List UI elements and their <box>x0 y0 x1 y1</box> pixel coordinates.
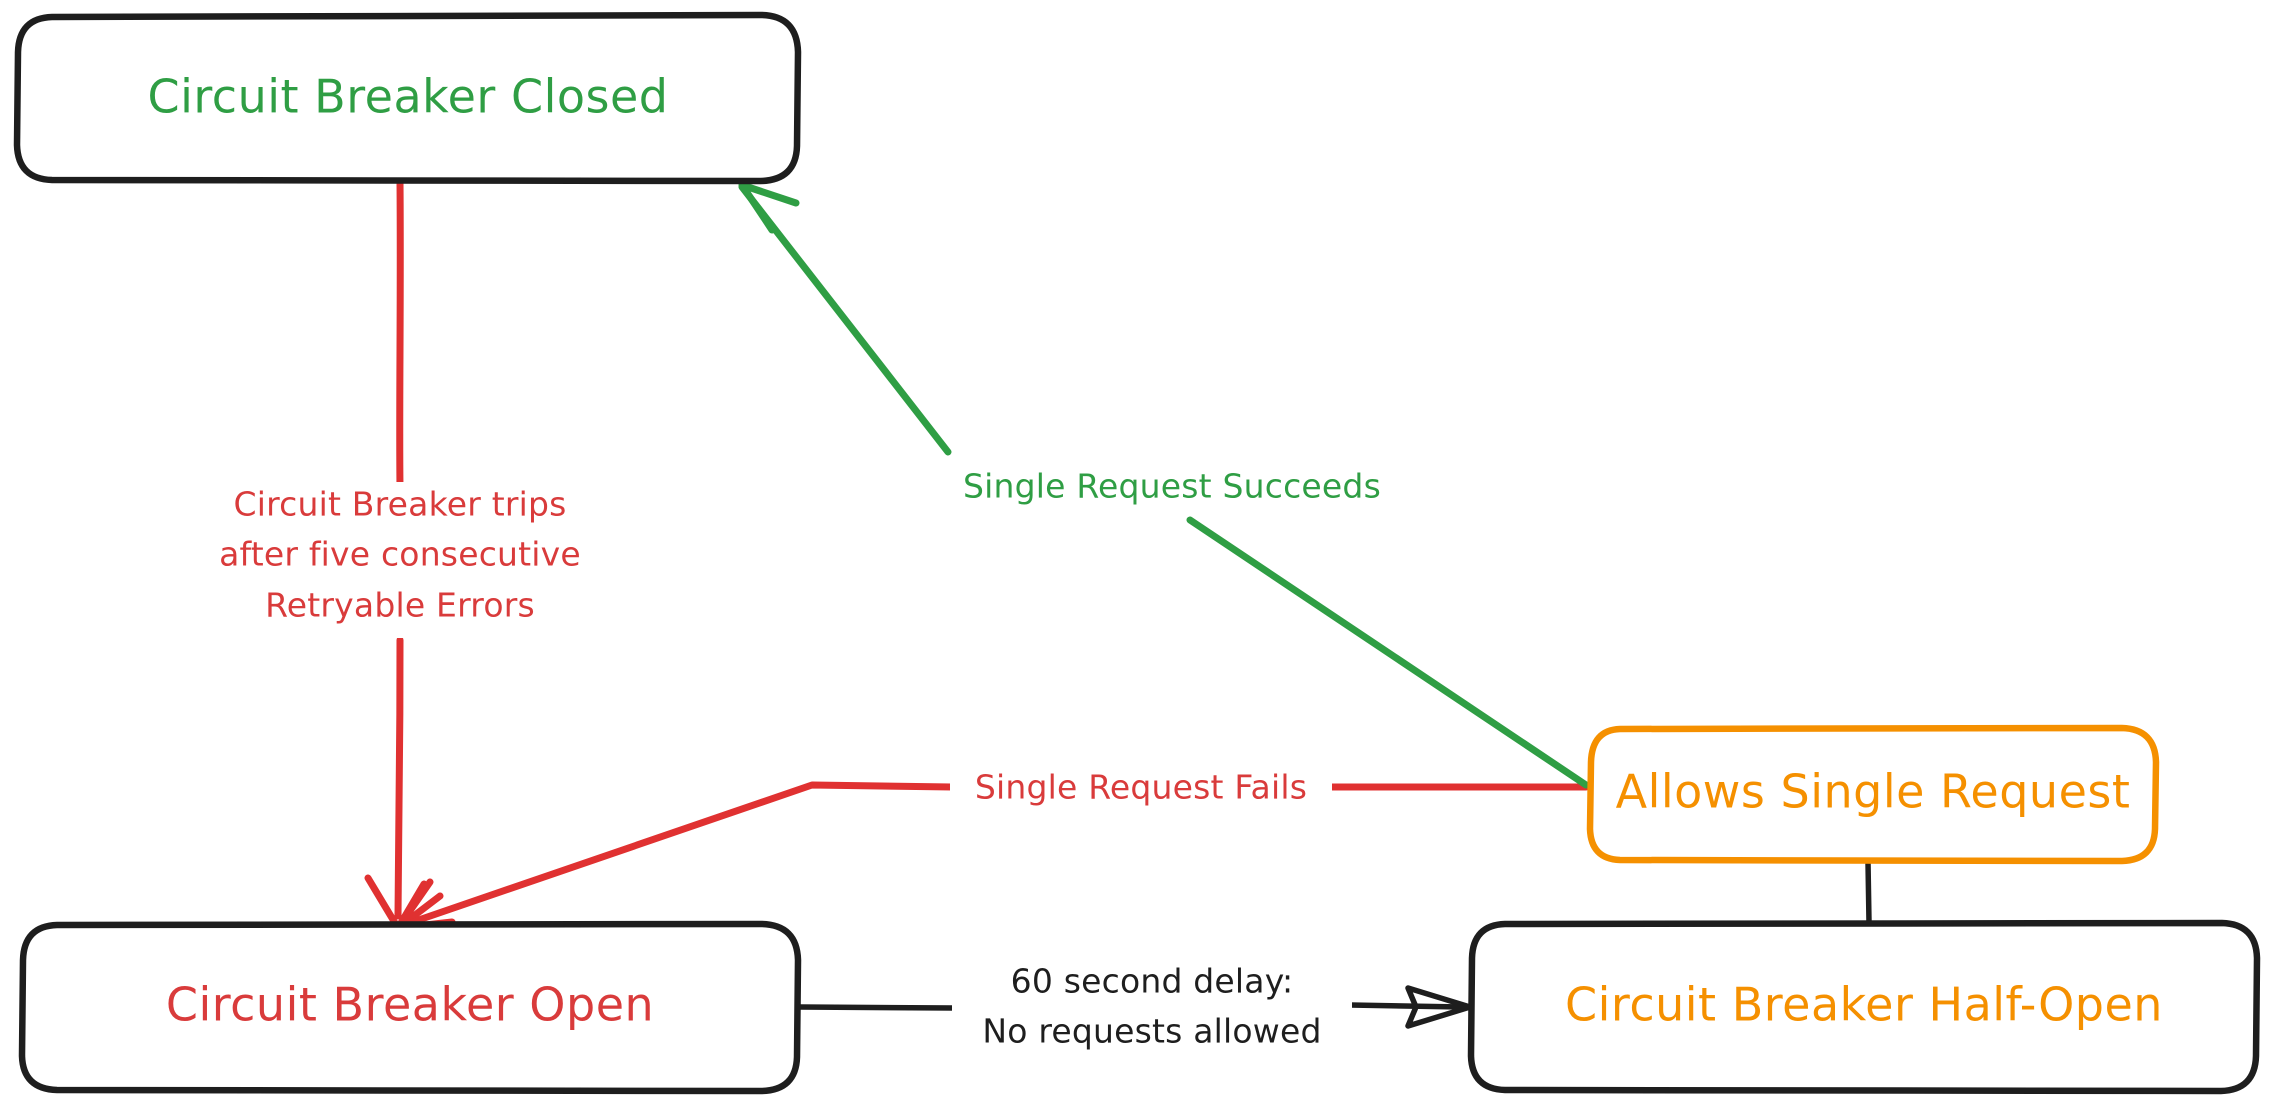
edge-open-to-half-open-line-left <box>797 1004 956 1011</box>
edge-allows-to-closed-line-upper <box>738 183 952 456</box>
edge-label-allows-to-closed: Single Request Succeeds <box>925 457 1420 515</box>
edge-open-to-half-open-line-right <box>1347 1002 1465 1010</box>
edge-label-allows-to-open-bg <box>950 762 1332 814</box>
node-circuit-breaker-closed-label: Circuit Breaker Closed <box>148 70 669 124</box>
edge-allows-to-closed-arrowhead <box>738 181 800 234</box>
node-circuit-breaker-half-open[interactable]: Circuit Breaker Half-Open <box>1467 919 2261 1095</box>
edge-label-open-to-half-open-line2: No requests allowed <box>982 1012 1321 1051</box>
edge-half-open-to-allows <box>1865 859 1872 925</box>
node-allows-single-request-box[interactable] <box>1586 724 2160 865</box>
edge-half-open-to-allows-line <box>1865 859 1872 925</box>
edge-label-closed-to-open-line1: Circuit Breaker trips <box>233 485 566 524</box>
edge-open-to-half-open-arrowhead <box>1405 985 1473 1029</box>
edge-label-closed-to-open-line2: after five consecutive <box>219 535 581 574</box>
edge-label-allows-to-closed-text: Single Request Succeeds <box>963 467 1381 506</box>
edge-allows-to-open-line-left <box>400 781 956 929</box>
node-allows-single-request[interactable]: Allows Single Request <box>1586 724 2160 865</box>
node-circuit-breaker-half-open-box[interactable] <box>1467 919 2261 1095</box>
edge-allows-to-closed <box>738 181 1590 789</box>
edge-closed-to-open-line-upper <box>396 178 404 491</box>
edge-label-open-to-half-open: 60 second delay: No requests allowed <box>952 955 1352 1065</box>
edge-closed-to-open-line-lower <box>394 636 404 920</box>
node-circuit-breaker-half-open-label: Circuit Breaker Half-Open <box>1565 978 2163 1032</box>
node-circuit-breaker-closed[interactable]: Circuit Breaker Closed <box>13 11 802 185</box>
edge-label-open-to-half-open-bg <box>952 955 1352 1065</box>
edge-label-allows-to-closed-bg <box>925 457 1420 515</box>
edge-label-closed-to-open: Circuit Breaker trips after five consecu… <box>178 482 622 638</box>
edge-label-closed-to-open-bg <box>178 482 622 638</box>
node-circuit-breaker-closed-box[interactable] <box>13 11 802 185</box>
node-circuit-breaker-open[interactable]: Circuit Breaker Open <box>18 920 802 1095</box>
edge-label-allows-to-open: Single Request Fails <box>950 762 1332 814</box>
edge-label-allows-to-open-text: Single Request Fails <box>975 768 1307 807</box>
edge-allows-to-closed-line-lower <box>1186 516 1590 789</box>
edge-open-to-half-open <box>797 985 1473 1029</box>
edge-label-open-to-half-open-line1: 60 second delay: <box>1011 962 1294 1001</box>
node-circuit-breaker-open-box[interactable] <box>18 920 802 1095</box>
edge-label-closed-to-open-line3: Retryable Errors <box>265 586 535 625</box>
node-allows-single-request-label: Allows Single Request <box>1616 765 2131 819</box>
node-circuit-breaker-open-label: Circuit Breaker Open <box>166 978 654 1032</box>
